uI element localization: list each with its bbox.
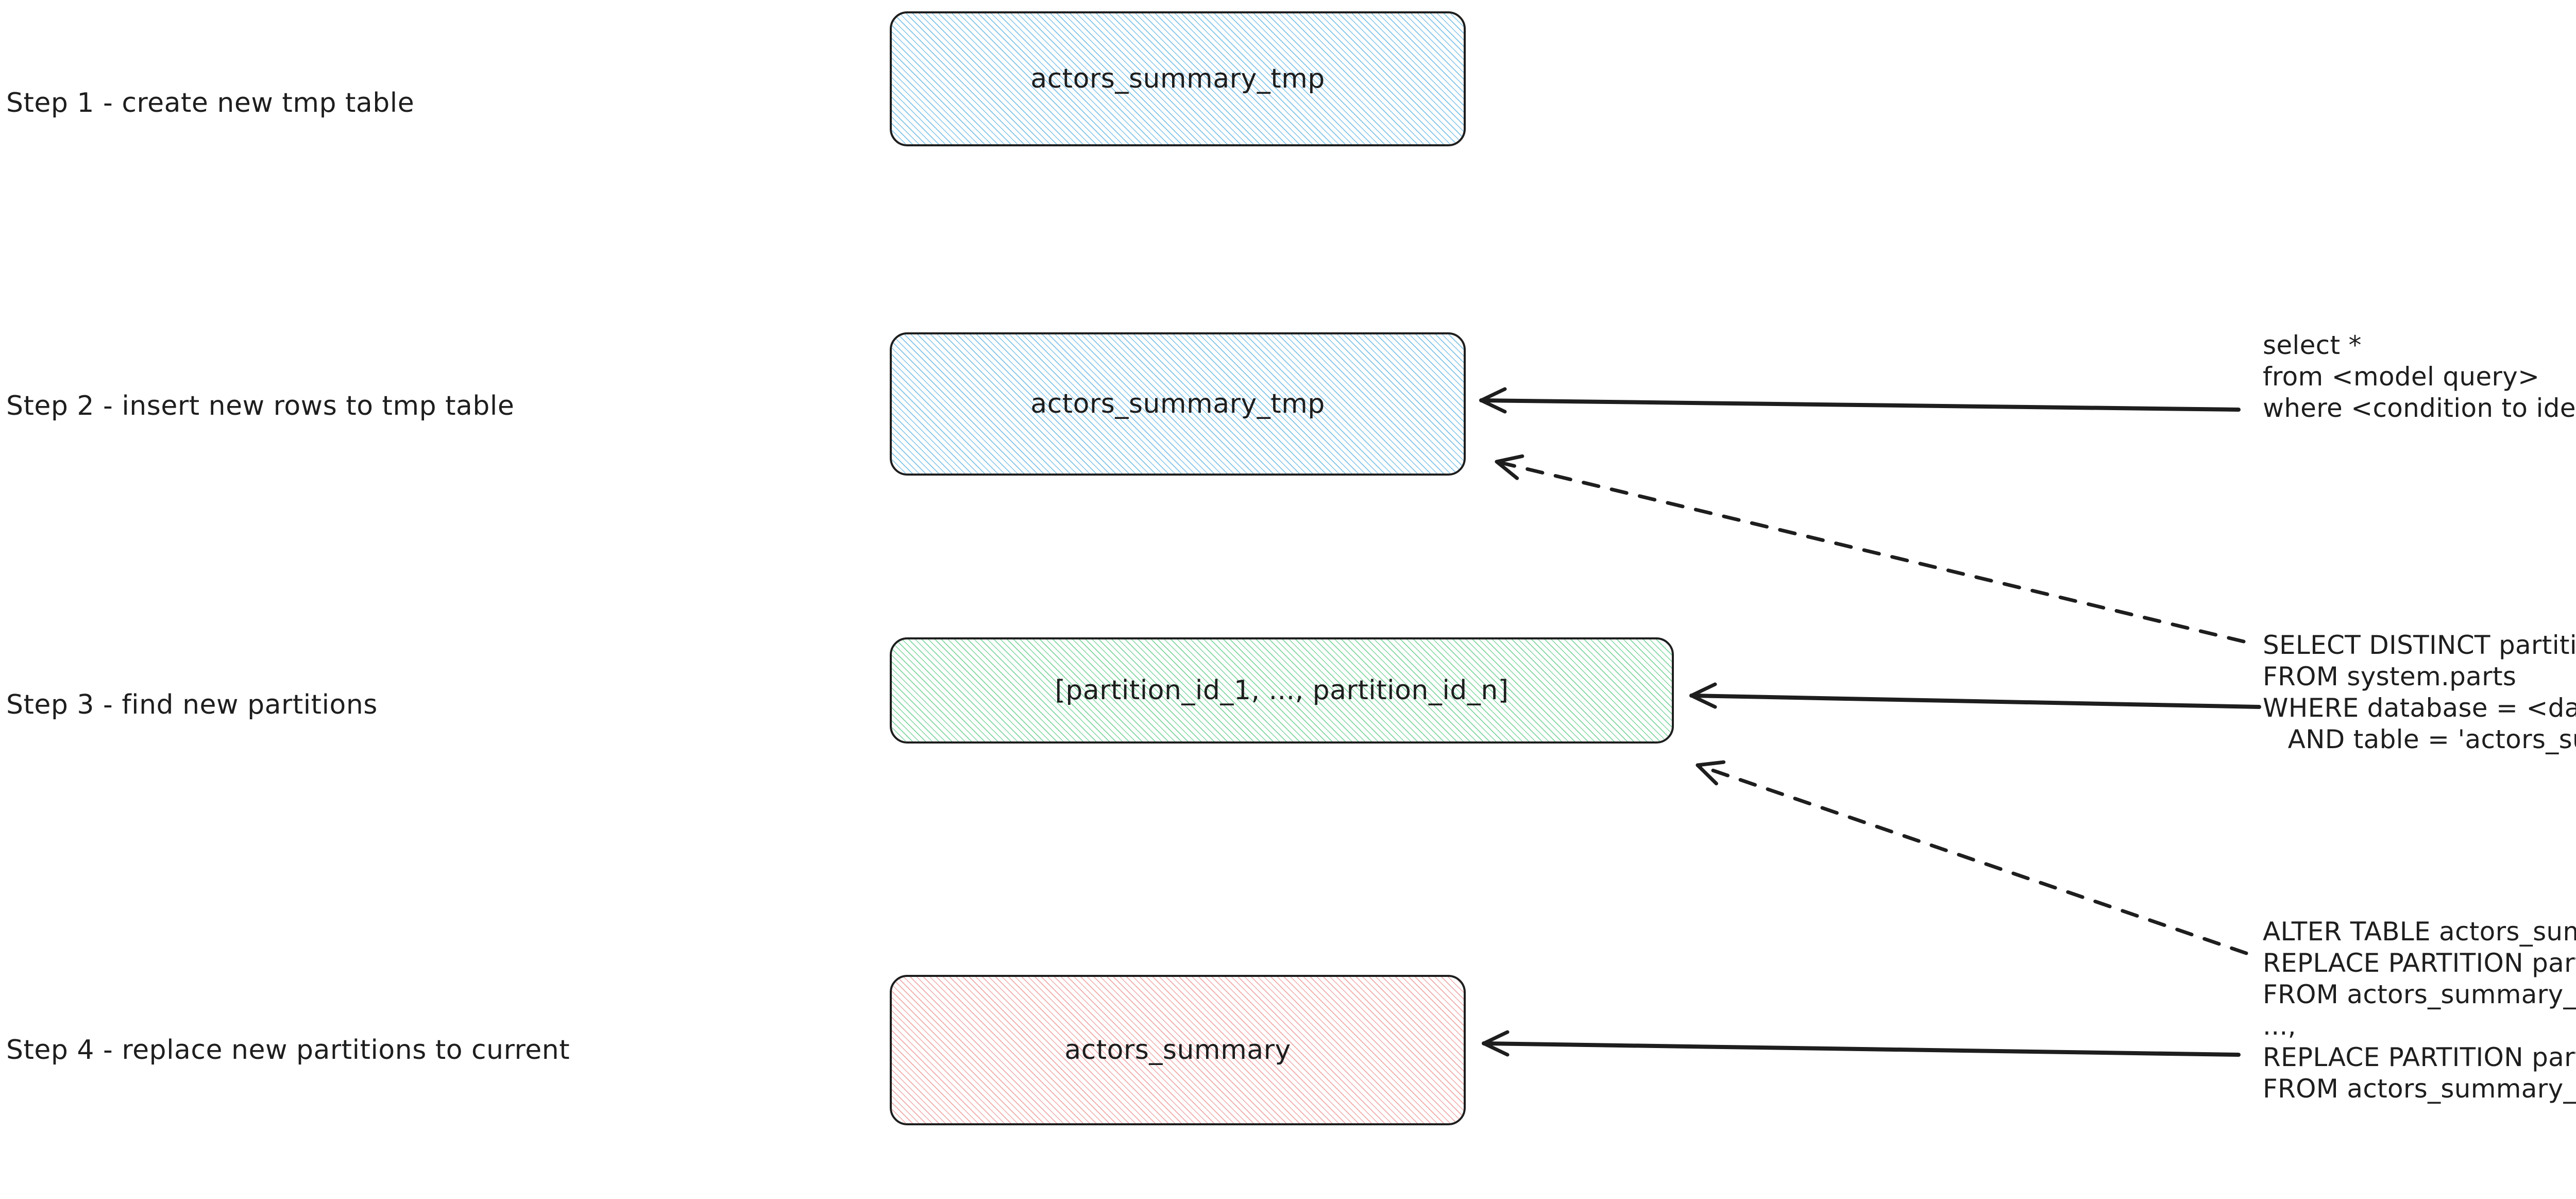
node-target-table-label: actors_summary: [1064, 1035, 1291, 1066]
node-tmp-table-step2[interactable]: actors_summary_tmp: [890, 332, 1466, 476]
connector-replace-sql-to-target-table: [1482, 1032, 2241, 1057]
step-2-label: Step 2 - insert new rows to tmp table: [6, 391, 515, 421]
node-tmp-table-step1-label: actors_summary_tmp: [1030, 63, 1325, 94]
node-tmp-table-step2-label: actors_summary_tmp: [1030, 389, 1325, 419]
sql-replace-partitions-query: ALTER TABLE actors_summary REPLACE PARTI…: [2263, 917, 2576, 1104]
node-tmp-table-step1[interactable]: actors_summary_tmp: [890, 11, 1466, 146]
node-target-table[interactable]: actors_summary: [890, 975, 1466, 1125]
step-4-label: Step 4 - replace new partitions to curre…: [6, 1035, 570, 1066]
sql-insert-query: select * from <model query> where <condi…: [2263, 330, 2576, 423]
connector-find-partitions-to-partition-list: [1689, 684, 2261, 709]
step-1-label: Step 1 - create new tmp table: [6, 88, 415, 119]
node-partition-list-label: [partition_id_1, ..., partition_id_n]: [1055, 675, 1509, 706]
sql-find-partitions-query: SELECT DISTINCT partition_id FROM system…: [2263, 630, 2576, 754]
step-3-label: Step 3 - find new partitions: [6, 689, 378, 720]
connector-insert-sql-to-tmp-table: [1479, 389, 2241, 412]
node-partition-list[interactable]: [partition_id_1, ..., partition_id_n]: [890, 637, 1674, 744]
connector-find-partitions-to-tmp-table: [1494, 451, 2246, 644]
connector-replace-sql-to-partition-list: [1694, 754, 2248, 955]
